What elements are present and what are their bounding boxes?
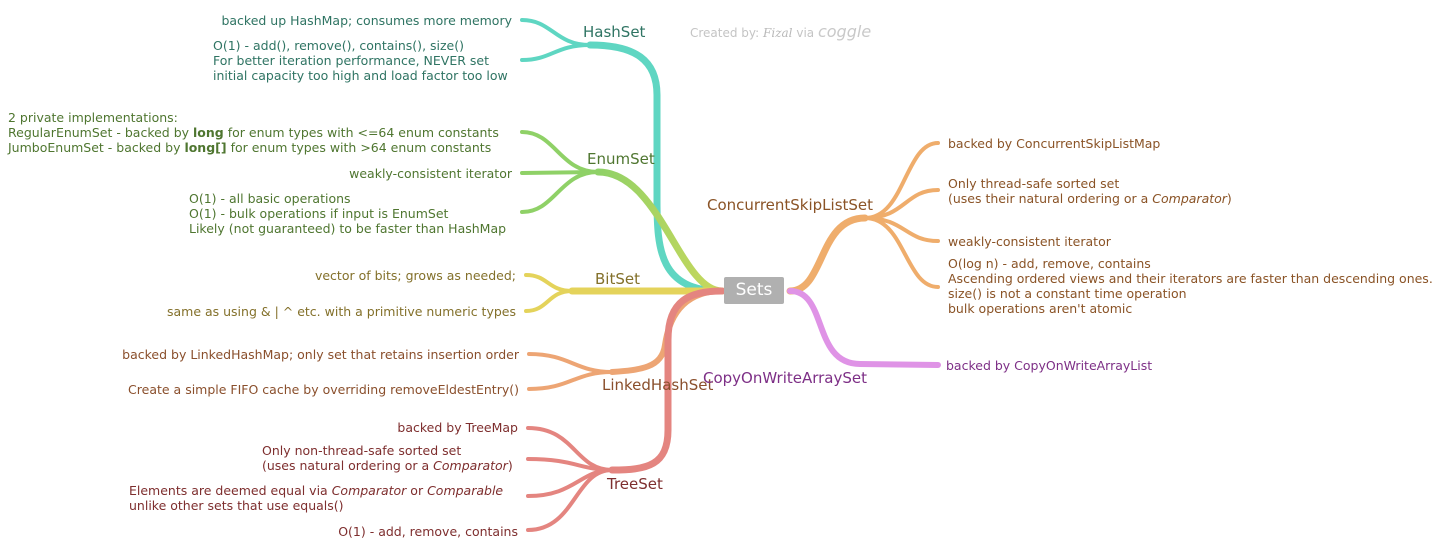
note-enumset-implementations[interactable]: 2 private implementations: RegularEnumSe… [8, 110, 499, 155]
note-text-italic: Comparable [427, 483, 504, 498]
note-copyonwritearrayset-backing[interactable]: backed by CopyOnWriteArrayList [946, 358, 1152, 373]
connector-treeset [608, 287, 726, 474]
note-line: vector of bits; grows as needed; [314, 268, 516, 283]
note-hashset-memory[interactable]: backed up HashMap; consumes more memory [221, 13, 512, 28]
note-treeset-sorted[interactable]: Only non-thread-safe sorted set (uses na… [262, 443, 513, 473]
note-line: 2 private implementations: [8, 110, 178, 125]
note-text-italic: Comparator [1152, 191, 1227, 206]
note-concurrentskiplistset-sorted[interactable]: Only thread-safe sorted set (uses their … [948, 176, 1232, 206]
connector-hashset [586, 41, 726, 295]
note-line: O(1) - add, remove, contains [338, 524, 518, 539]
note-line: (uses natural ordering or a Comparator) [262, 458, 513, 473]
note-line: O(log n) - add, remove, contains [948, 256, 1151, 271]
note-text: JumboEnumSet - backed by [8, 140, 185, 155]
leaf-connector [524, 289, 574, 313]
note-text: for enum types with >64 enum constants [226, 140, 492, 155]
leaf-connector [526, 457, 614, 472]
note-text: Elements are deemed equal via [129, 483, 332, 498]
connector-concurrentskiplistset [786, 214, 869, 295]
note-text: for enum types with <=64 enum constants [223, 125, 499, 140]
note-text-italic: Comparator [433, 458, 508, 473]
note-text: ) [507, 458, 513, 473]
branch-copyonwritearrayset[interactable]: CopyOnWriteArraySet [703, 369, 867, 387]
branch-concurrentskiplistset[interactable]: ConcurrentSkipListSet [707, 196, 874, 214]
connector-enumset [594, 168, 726, 295]
note-line: O(1) - all basic operations [189, 191, 351, 206]
note-line: Ascending ordered views and their iterat… [948, 271, 1433, 286]
note-linkedhashset-order[interactable]: backed by LinkedHashMap; only set that r… [122, 347, 519, 362]
note-treeset-equality[interactable]: Elements are deemed equal via Comparator… [129, 483, 503, 513]
note-line: JumboEnumSet - backed by long[] for enum… [8, 140, 499, 155]
note-treeset-backing[interactable]: backed by TreeMap [397, 420, 518, 435]
note-line: (uses their natural ordering or a Compar… [948, 191, 1232, 206]
note-line: initial capacity too high and load facto… [213, 68, 508, 83]
note-line: backed by CopyOnWriteArrayList [946, 358, 1153, 373]
note-text: ) [1226, 191, 1232, 206]
leaf-connector [520, 43, 592, 62]
note-text: RegularEnumSet - backed by [8, 125, 194, 140]
note-line: O(1) - bulk operations if input is EnumS… [189, 206, 449, 221]
note-line: bulk operations aren't atomic [948, 301, 1133, 316]
note-line: O(1) - add(), remove(), contains(), size… [213, 38, 465, 53]
branch-bitset[interactable]: BitSet [595, 270, 640, 288]
leaf-connector [526, 468, 614, 532]
connector-copyonwritearrayset [787, 288, 941, 368]
coggle-logo: coggle [817, 22, 872, 41]
branch-enumset[interactable]: EnumSet [587, 150, 655, 168]
note-text: or [406, 483, 428, 498]
note-line: backed by ConcurrentSkipListMap [948, 136, 1161, 151]
note-line: For better iteration performance, NEVER … [213, 53, 489, 68]
note-line: RegularEnumSet - backed by long for enum… [8, 125, 499, 140]
leaf-connector [524, 273, 574, 293]
leaf-connector [527, 352, 614, 374]
note-text-bold: long[] [184, 140, 227, 155]
note-line: size() is not a constant time operation [948, 286, 1187, 301]
note-hashset-performance[interactable]: O(1) - add(), remove(), contains(), size… [213, 38, 508, 83]
note-text: (uses natural ordering or a [262, 458, 434, 473]
note-line: Elements are deemed equal via Comparator… [129, 483, 503, 498]
root-node[interactable]: Sets [724, 277, 784, 304]
note-line: same as using & | ^ etc. with a primitiv… [166, 304, 516, 319]
note-enumset-iterator[interactable]: weakly-consistent iterator [349, 166, 512, 181]
note-bitset-operators[interactable]: same as using & | ^ etc. with a primitiv… [167, 304, 516, 319]
note-line: weakly-consistent iterator [948, 234, 1111, 249]
credit-via: via [796, 26, 815, 40]
note-line: unlike other sets that use equals() [129, 498, 344, 513]
note-enumset-complexity[interactable]: O(1) - all basic operations O(1) - bulk … [189, 191, 506, 236]
leaf-connector [863, 216, 940, 289]
credit-prefix: Created by: [690, 26, 760, 40]
note-line: Create a simple FIFO cache by overriding… [128, 382, 519, 397]
note-line: backed up HashMap; consumes more memory [221, 13, 512, 28]
note-line: backed by TreeMap [397, 420, 518, 435]
note-line: Only thread-safe sorted set [948, 176, 1120, 191]
note-text: (uses their natural ordering or a [948, 191, 1153, 206]
note-concurrentskiplistset-backing[interactable]: backed by ConcurrentSkipListMap [948, 136, 1160, 151]
note-text-italic: Comparator [331, 483, 407, 498]
note-text-bold: long [193, 125, 224, 140]
credit-line: Created by: Fizal via coggle [690, 22, 871, 41]
note-treeset-complexity[interactable]: O(1) - add, remove, contains [338, 524, 518, 539]
note-bitset-vector[interactable]: vector of bits; grows as needed; [315, 268, 516, 283]
note-line: Likely (not guaranteed) to be faster tha… [189, 221, 507, 236]
leaf-connector [520, 18, 592, 47]
note-line: Only non-thread-safe sorted set [262, 443, 462, 458]
note-line: weakly-consistent iterator [349, 166, 512, 181]
author-signature: Fizal [763, 26, 793, 40]
note-line: backed by LinkedHashMap; only set that r… [122, 347, 519, 362]
branch-hashset[interactable]: HashSet [583, 23, 646, 41]
leaf-connector [527, 370, 614, 391]
note-concurrentskiplistset-complexity[interactable]: O(log n) - add, remove, contains Ascendi… [948, 256, 1433, 316]
note-concurrentskiplistset-iterator[interactable]: weakly-consistent iterator [948, 234, 1111, 249]
note-linkedhashset-cache[interactable]: Create a simple FIFO cache by overriding… [128, 382, 519, 397]
leaf-connector [520, 170, 600, 214]
branch-treeset[interactable]: TreeSet [607, 475, 663, 493]
branch-linkedhashset[interactable]: LinkedHashSet [602, 376, 714, 394]
